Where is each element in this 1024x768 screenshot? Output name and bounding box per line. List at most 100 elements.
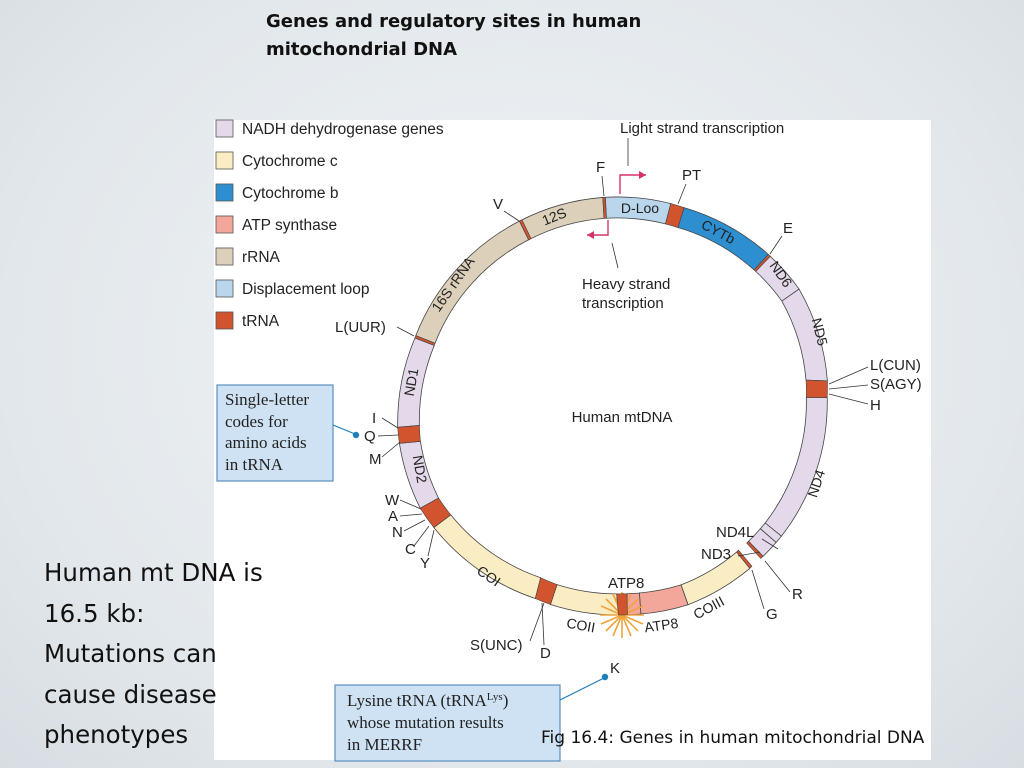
- leader-g: [751, 569, 765, 610]
- leader-nd4l: [761, 538, 779, 550]
- trna-label-i: I: [372, 410, 376, 427]
- amino-callout-line-3: amino acids: [225, 433, 307, 452]
- trna-label-a: A: [388, 508, 398, 525]
- segment-nd4: [764, 396, 828, 537]
- trna-iqm: [397, 425, 421, 444]
- transcription-markers: Light strand transcription Heavy strand …: [582, 120, 784, 312]
- amino-callout-line-2: codes for: [225, 412, 288, 431]
- legend-label-rrna: rRNA: [242, 249, 281, 266]
- amino-callout-leader: [332, 424, 356, 435]
- center-label: Human mtDNA: [572, 409, 673, 426]
- lysine-callout-leader: [559, 677, 605, 701]
- ring-label-nd5: ND5: [809, 316, 831, 347]
- segment-16s-rrna: [415, 220, 530, 344]
- leader-lcun: [828, 366, 869, 385]
- side-text-line-5: phenotypes: [44, 720, 189, 749]
- trna-f: [602, 196, 607, 219]
- trna-v: [519, 219, 532, 241]
- trna-label-y: Y: [420, 555, 430, 572]
- leader-luur: [396, 326, 415, 337]
- leader-y: [427, 529, 435, 557]
- trna-label-c: C: [405, 541, 416, 558]
- heavy-strand-pointer: [611, 242, 619, 269]
- segment-atp6: [638, 584, 689, 615]
- ring-label-atp6: ATP8: [643, 615, 679, 636]
- legend-swatch-nadh: [215, 119, 234, 138]
- leader-a: [399, 513, 423, 517]
- legend-swatch-rrna: [215, 247, 234, 266]
- trna-label-m: M: [369, 451, 382, 468]
- light-strand-arrowhead: [639, 171, 646, 179]
- lysine-callout-box: [334, 684, 561, 762]
- trna-wancy: [419, 497, 452, 528]
- trna-g: [736, 549, 753, 569]
- legend-label-cytc: Cytochrome c: [242, 153, 338, 170]
- amino-callout-dot: [352, 431, 360, 439]
- heavy-strand-arrow: [587, 220, 609, 236]
- trna-label-luur: L(UUR): [335, 319, 386, 336]
- trna-label-n: N: [392, 524, 403, 541]
- leader-v: [503, 210, 520, 222]
- trna-labels: F PT E L(CUN) S(AGY) H R G K S(UNC) D Y …: [335, 159, 922, 677]
- ring-label-d-loop: D-Loo: [621, 200, 659, 216]
- label-atp8: ATP8: [608, 575, 644, 592]
- leader-n: [403, 519, 426, 532]
- lysine-line-1-superscript: Lys: [487, 691, 503, 703]
- trna-pt: [665, 203, 685, 228]
- lysine-line-1-main: Lysine tRNA (tRNA: [347, 691, 488, 710]
- slide-title-line-2: mitochondrial DNA: [266, 39, 458, 60]
- leader-m: [381, 441, 401, 458]
- leader-sagy: [828, 384, 869, 390]
- amino-callout-box: [216, 384, 334, 482]
- trna-label-r: R: [792, 586, 803, 603]
- slide-title-line-1: Genes and regulatory sites in human: [266, 11, 642, 32]
- trna-label-d: D: [540, 645, 551, 662]
- legend-label-dloop: Displacement loop: [242, 281, 370, 298]
- legend-label-trna: tRNA: [242, 313, 280, 330]
- legend-swatch-trna: [215, 311, 234, 330]
- figure-caption: Fig 16.4: Genes in human mitochondrial D…: [541, 728, 925, 748]
- side-text-line-2: 16.5 kb:: [44, 598, 145, 628]
- trna-lcun-sagy-h: [805, 379, 828, 398]
- trna-luur: [414, 335, 436, 346]
- leader-nd3: [737, 551, 761, 557]
- leader-sunc: [529, 602, 545, 642]
- lysine-callout: Lysine tRNA (tRNALys) whose mutation res…: [334, 673, 609, 762]
- heavy-strand-label-line-2: transcription: [582, 295, 664, 312]
- trna-label-sagy: S(AGY): [870, 376, 922, 393]
- ring-label-coii: COII: [565, 615, 596, 636]
- genome-ring: [397, 196, 828, 616]
- leader-f: [601, 175, 605, 197]
- leader-i: [381, 417, 399, 429]
- trna-label-lcun: L(CUN): [870, 357, 921, 374]
- leader-d: [541, 602, 545, 646]
- leader-w: [399, 499, 422, 510]
- trna-label-q: Q: [364, 428, 376, 445]
- amino-acid-callout: Single-letter codes for amino acids in t…: [216, 384, 360, 482]
- heavy-strand-arrowhead: [587, 231, 594, 239]
- ring-label-nd1: ND1: [401, 367, 422, 398]
- legend-label-cytb: Cytochrome b: [242, 185, 338, 202]
- label-nd3: ND3: [701, 546, 731, 563]
- legend-label-nadh: NADH dehydrogenase genes: [242, 121, 444, 138]
- lysine-callout-line-2: whose mutation results: [347, 713, 504, 732]
- leader-h: [828, 393, 869, 405]
- trna-d: [534, 577, 558, 605]
- leader-q: [377, 434, 399, 437]
- legend-swatch-dloop: [215, 279, 234, 298]
- legend-swatch-cytb: [215, 183, 234, 202]
- label-nd4l: ND4L: [716, 524, 754, 541]
- side-text-line-1: Human mt DNA is: [44, 558, 263, 587]
- side-text-line-4: cause disease: [44, 679, 217, 709]
- trna-label-h: H: [870, 397, 881, 414]
- amino-callout-line-1: Single-letter: [225, 390, 309, 409]
- trna-r: [746, 540, 764, 559]
- lysine-callout-dot: [601, 673, 609, 681]
- light-strand-arrow: [619, 174, 646, 194]
- legend: NADH dehydrogenase genes Cytochrome c Cy…: [215, 119, 444, 330]
- leader-e: [769, 235, 783, 255]
- lysine-callout-line-3: in MERRF: [347, 735, 422, 754]
- trna-label-g: G: [766, 606, 778, 623]
- legend-swatch-cytc: [215, 151, 234, 170]
